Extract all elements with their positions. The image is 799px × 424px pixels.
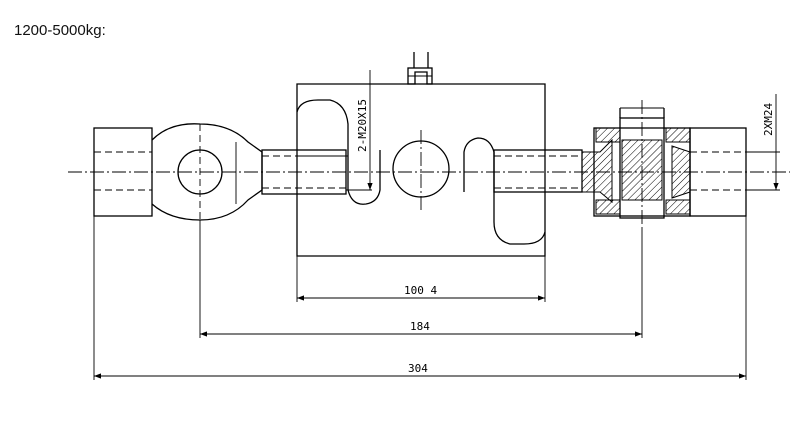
dim-thread-right: 2XM24 — [762, 103, 775, 136]
load-cell-body — [296, 52, 546, 257]
dim-body-width: 100 4 — [404, 284, 437, 297]
right-threaded-rod — [493, 149, 583, 193]
right-end-block — [689, 127, 747, 217]
left-threaded-rod — [261, 149, 347, 195]
dim-pin-span: 184 — [410, 320, 430, 333]
dim-thread-left: 2-M20X15 — [356, 99, 369, 152]
dim-overall-length: 304 — [408, 362, 428, 375]
right-bearing-section — [581, 100, 691, 228]
page-title: 1200-5000kg: — [14, 22, 106, 39]
left-end-block — [93, 127, 153, 217]
